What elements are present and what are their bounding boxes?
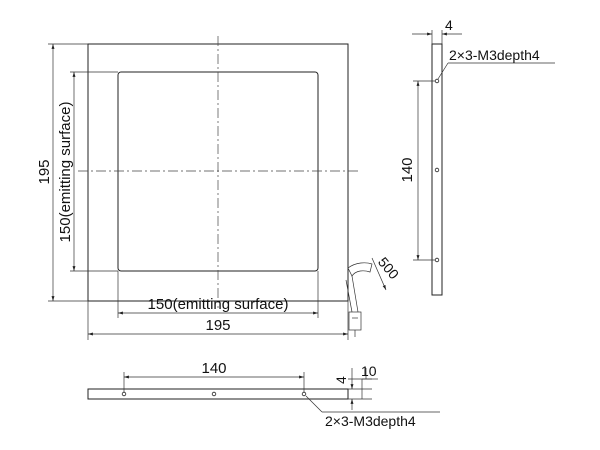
side-hole-top [434, 78, 440, 84]
bottom-hole-spacing-label: 140 [201, 360, 226, 377]
outer-width-label: 195 [205, 317, 230, 334]
bottom-hole-left [121, 391, 127, 397]
outer-frame [87, 43, 349, 302]
side-view: 4 140 2×3-M3depth4 [399, 17, 555, 296]
side-hole-callout: 2×3-M3depth4 [449, 47, 540, 63]
emitting-width-label: 150(emitting surface) [148, 296, 289, 313]
side-thickness-label: 4 [445, 17, 453, 33]
emitting-height-label: 150(emitting surface) [57, 102, 74, 243]
side-hole-bottom [434, 257, 440, 263]
bottom-hole-right [301, 391, 307, 397]
cable-length-dim [371, 257, 387, 291]
bottom-profile [87, 388, 349, 400]
side-hole-middle [434, 167, 440, 173]
bottom-view: 140 4 10 2×3-M3depth4 [87, 360, 440, 429]
bottom-thickness-label: 4 [333, 376, 349, 384]
side-profile [431, 43, 443, 296]
outer-height-label: 195 [36, 159, 53, 184]
bottom-hole-callout: 2×3-M3depth4 [325, 413, 416, 429]
bottom-hole-middle [211, 391, 217, 397]
cable-length-label: 500 [375, 254, 402, 282]
cable [345, 262, 373, 337]
front-view: 500 150(emitting surface) 195 195 150(em… [36, 36, 402, 340]
side-hole-spacing-label: 140 [399, 157, 416, 182]
bottom-height-label: 10 [361, 363, 377, 379]
